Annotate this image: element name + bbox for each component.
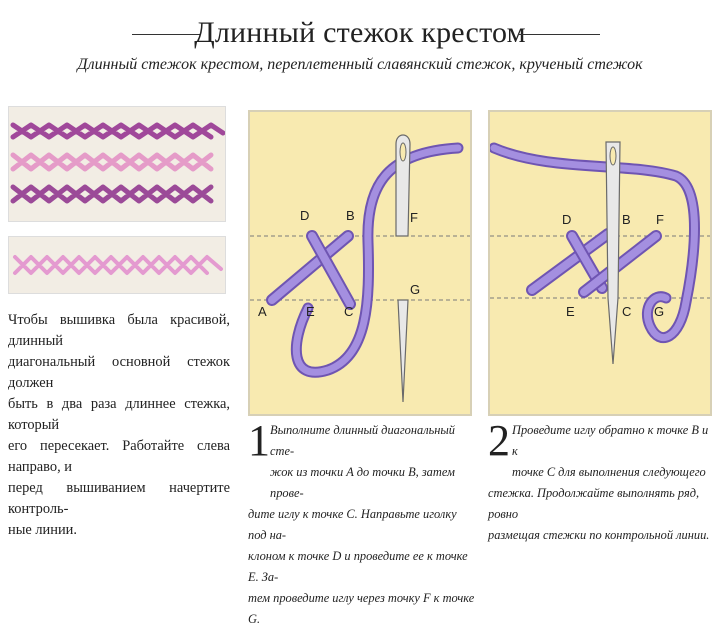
- page-title: Длинный стежок крестом: [194, 16, 526, 49]
- intro-line: Чтобы вышивка была красивой, длинный: [8, 312, 230, 349]
- point-label-b: B: [622, 212, 631, 227]
- step-2-line: размещая стежки по контрольной линии.: [488, 528, 710, 542]
- title-rule-right: [518, 34, 600, 35]
- point-label-g: G: [410, 282, 420, 297]
- embroidery-sample-photo-1: [8, 106, 226, 222]
- point-label-d: D: [562, 212, 571, 227]
- point-label-e: E: [306, 304, 315, 319]
- intro-line: диагональный основной стежок должен: [8, 354, 230, 391]
- step-1-line: жок из точки A до точки B, затем прове-: [270, 465, 455, 500]
- diagram-panel-step-2: D B F E C G: [488, 110, 712, 416]
- point-label-e: E: [566, 304, 575, 319]
- embroidery-sample-photo-2: [8, 236, 226, 294]
- step-1-text: Выполните длинный диагональный сте- жок …: [248, 420, 476, 630]
- needle: [605, 141, 621, 365]
- page-subtitle: Длинный стежок крестом, переплетенный сл…: [77, 56, 643, 73]
- step-1-line: клоном к точке D и проведите ее к точке …: [248, 549, 468, 584]
- intro-line: ные линии.: [8, 522, 77, 538]
- point-label-d: D: [300, 208, 309, 223]
- diagram-panel-step-1: A B C D E F G: [248, 110, 472, 416]
- title-rule-left: [132, 34, 200, 35]
- step-1-line: дите иглу к точке C. Направьте иголку по…: [248, 507, 457, 542]
- step-1-line: Выполните длинный диагональный сте-: [270, 423, 455, 458]
- step-number-2: 2: [488, 416, 510, 465]
- step-2-line: Проведите иглу обратно к точке B и к: [512, 423, 709, 458]
- intro-line: быть в два раза длиннее стежка, который: [8, 396, 230, 433]
- step-1-line: тем проведите иглу через точку F к точке…: [248, 591, 475, 626]
- intro-line: его пересекает. Работайте слева направо,…: [8, 438, 230, 475]
- step-number-1: 1: [248, 416, 270, 465]
- point-label-c: C: [344, 304, 353, 319]
- point-label-a: A: [258, 304, 267, 319]
- point-label-f: F: [410, 210, 418, 225]
- intro-paragraph: Чтобы вышивка была красивой, длинный диа…: [8, 310, 230, 541]
- step-2-line: точке C для выполнения следующего: [512, 465, 706, 479]
- point-label-b: B: [346, 208, 355, 223]
- needle-bottom: [397, 299, 409, 403]
- step-2-text: Проведите иглу обратно к точке B и к точ…: [488, 420, 712, 546]
- intro-line: перед вышиванием начертите контроль-: [8, 480, 230, 517]
- point-label-g: G: [654, 304, 664, 319]
- title-block: Длинный стежок крестом: [0, 10, 720, 50]
- point-label-f: F: [656, 212, 664, 227]
- point-label-c: C: [622, 304, 631, 319]
- step-2-line: стежка. Продолжайте выполнять ряд, ровно: [488, 486, 700, 521]
- needle-top: [395, 134, 411, 237]
